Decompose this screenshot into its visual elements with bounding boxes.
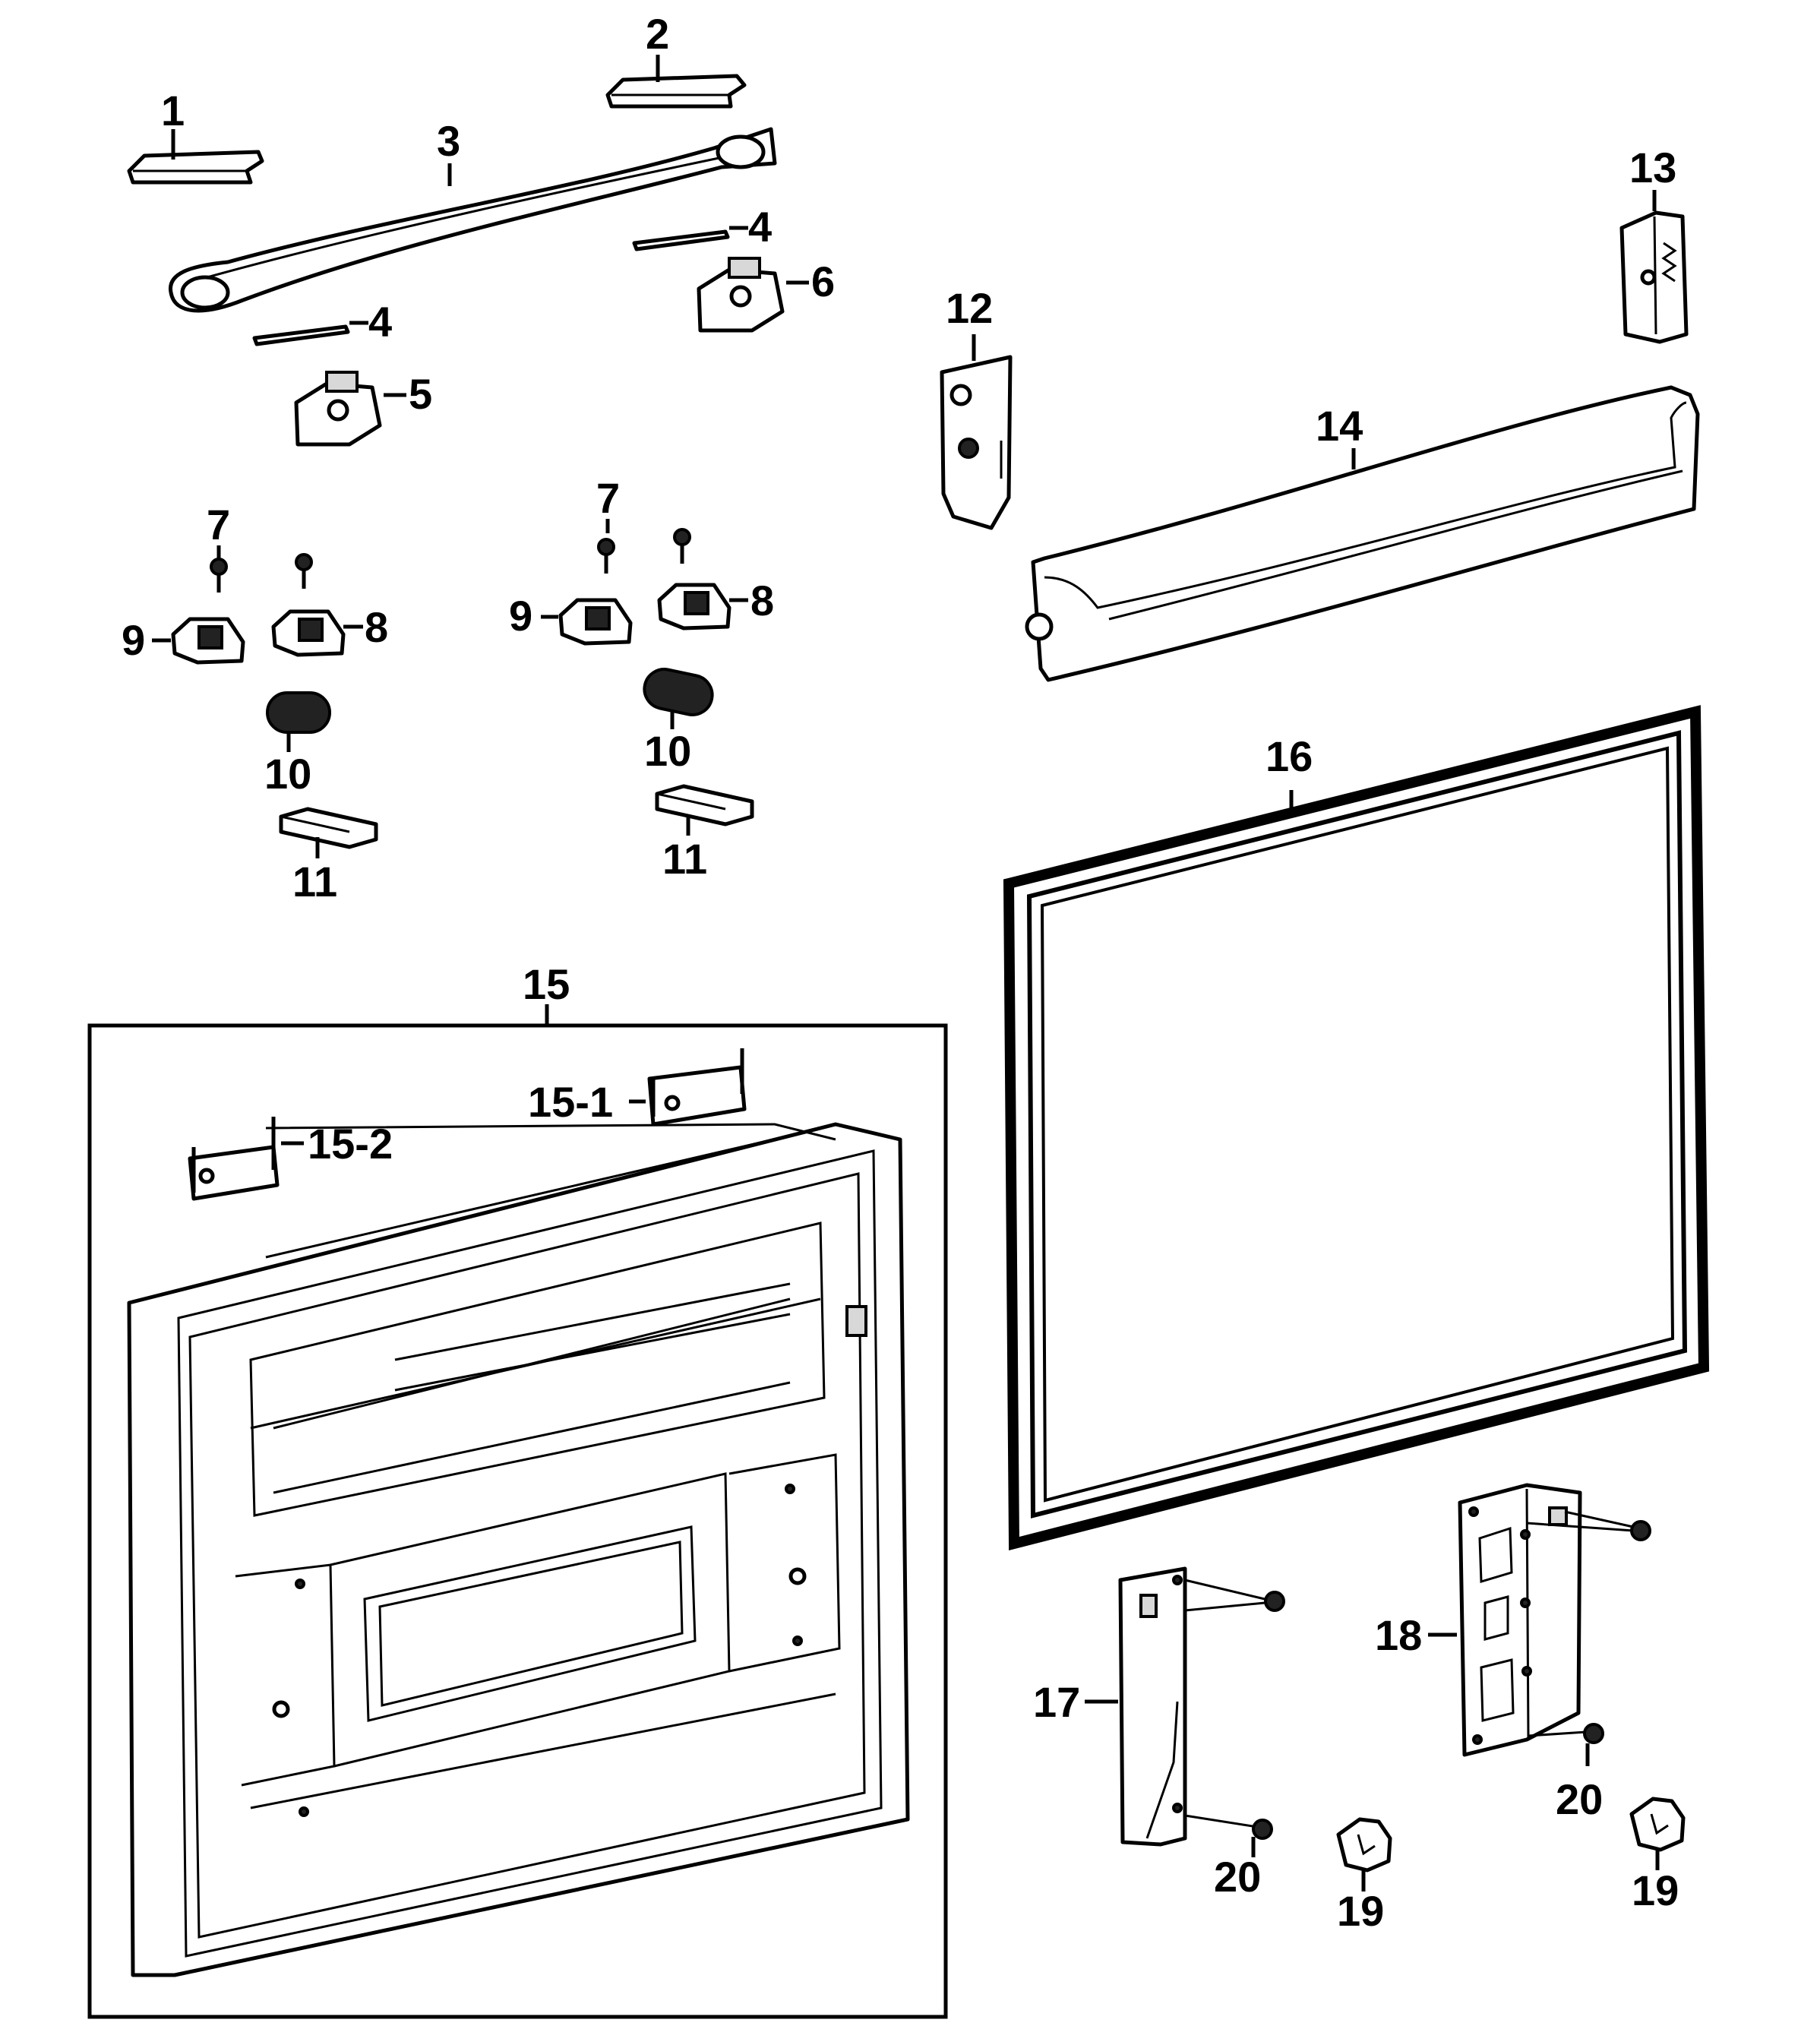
part-12-door-cover: 12: [940, 284, 1013, 530]
label-3: 3: [437, 117, 460, 165]
part-14-door-guard: 14: [1025, 385, 1700, 682]
right-fastener-group: 7 9 8 10 11: [509, 474, 774, 883]
label-15-1: 15-1: [528, 1078, 613, 1126]
part-1-hinge-cover: 1: [127, 87, 264, 185]
part-4-handle-pin-lower: 4: [252, 298, 392, 346]
label-12: 12: [946, 284, 993, 332]
part-19-cap-left: 19: [1336, 1817, 1392, 1935]
part-20-screws: 20 20: [1214, 1743, 1603, 1901]
label-11-left: 11: [292, 858, 337, 905]
label-14: 14: [1316, 402, 1363, 450]
label-8-left: 8: [365, 603, 388, 651]
label-4-lower: 4: [368, 298, 392, 346]
label-13: 13: [1629, 144, 1676, 191]
part-16-door-gasket: 16: [1003, 705, 1710, 1550]
part-19-cap-right: 19: [1629, 1797, 1686, 1914]
label-9-left: 9: [122, 616, 145, 664]
part-2-hinge-cover: 2: [605, 10, 747, 109]
label-2: 2: [646, 10, 669, 58]
part-3-door-handle: 3: [169, 117, 777, 313]
part-15-door-assembly: 15: [87, 960, 948, 2019]
part-15-1-bracket: 15-1: [528, 1048, 747, 1127]
label-11-right: 11: [662, 835, 707, 883]
part-15-2-bracket: 15-2: [188, 1117, 393, 1201]
label-6: 6: [811, 258, 835, 305]
label-10-right: 10: [644, 727, 691, 775]
label-19-left: 19: [1337, 1887, 1384, 1935]
label-18: 18: [1375, 1611, 1422, 1659]
label-20-left: 20: [1214, 1853, 1261, 1901]
part-13-hinge-cap: 13: [1619, 144, 1689, 344]
part-6-handle-bracket: 6: [697, 257, 835, 333]
label-10-left: 10: [264, 750, 311, 798]
part-18-door-bracket: 18: [1375, 1483, 1651, 1757]
label-15: 15: [523, 960, 570, 1008]
label-4-upper: 4: [748, 203, 772, 251]
part-4-handle-pin-upper: 4: [632, 203, 772, 251]
label-16: 16: [1265, 732, 1313, 780]
label-19-right: 19: [1632, 1866, 1679, 1914]
label-20-right: 20: [1556, 1775, 1603, 1823]
label-9-right: 9: [509, 592, 532, 640]
label-15-2: 15-2: [308, 1120, 393, 1168]
label-7-left: 7: [207, 501, 230, 548]
part-17-door-bracket: 17: [1033, 1566, 1285, 1847]
label-1: 1: [161, 87, 185, 134]
label-7-right: 7: [596, 474, 620, 522]
label-5: 5: [409, 370, 432, 418]
label-17: 17: [1033, 1678, 1080, 1726]
part-5-handle-bracket: 5: [294, 370, 432, 447]
left-fastener-group: 7 9 8 10 11: [122, 501, 388, 905]
label-8-right: 8: [750, 577, 774, 624]
